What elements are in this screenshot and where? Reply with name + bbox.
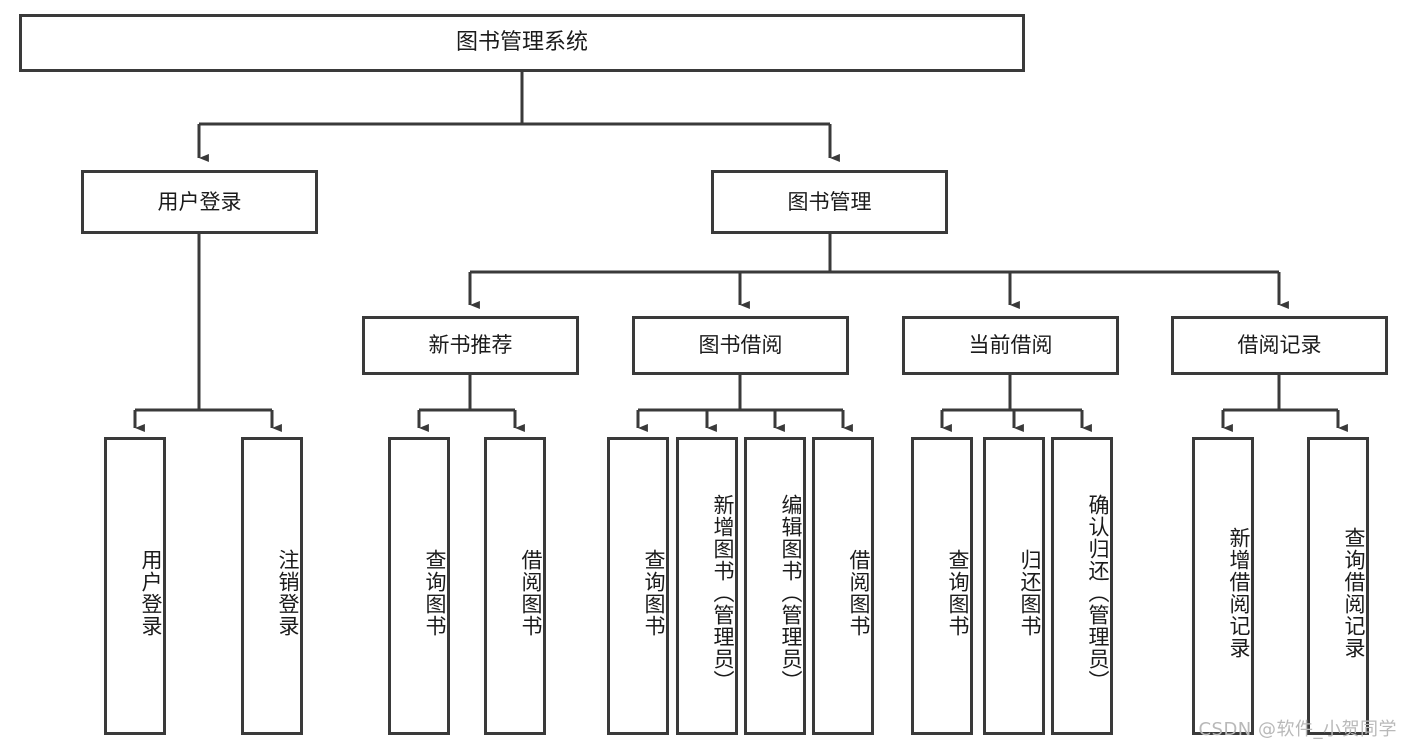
node-leaf-confirm-return-admin[interactable]: 确认归还（管理员） bbox=[1051, 437, 1113, 735]
node-leaf-query-borrow-record[interactable]: 查询借阅记录 bbox=[1307, 437, 1369, 735]
node-user-login[interactable]: 用户登录 bbox=[81, 170, 318, 234]
node-leaf-return-book-label: 归还图书 bbox=[1018, 549, 1042, 637]
node-leaf-query-book-2-label: 查询图书 bbox=[642, 549, 666, 637]
node-leaf-user-login-label: 用户登录 bbox=[139, 549, 163, 637]
node-leaf-add-book-admin-label: 新增图书（管理员） bbox=[711, 494, 735, 692]
node-current-borrow-label: 当前借阅 bbox=[968, 333, 1053, 358]
node-book-manage[interactable]: 图书管理 bbox=[711, 170, 948, 234]
node-book-borrow[interactable]: 图书借阅 bbox=[632, 316, 849, 375]
node-leaf-return-book[interactable]: 归还图书 bbox=[983, 437, 1045, 735]
node-leaf-confirm-return-admin-label: 确认归还（管理员） bbox=[1086, 494, 1110, 692]
node-root-label: 图书管理系统 bbox=[455, 30, 588, 56]
node-leaf-query-book-3-label: 查询图书 bbox=[946, 549, 970, 637]
node-leaf-borrow-book-1-label: 借阅图书 bbox=[519, 549, 543, 637]
node-borrow-record[interactable]: 借阅记录 bbox=[1171, 316, 1388, 375]
node-root[interactable]: 图书管理系统 bbox=[19, 14, 1025, 72]
node-leaf-user-login[interactable]: 用户登录 bbox=[104, 437, 166, 735]
node-current-borrow[interactable]: 当前借阅 bbox=[902, 316, 1119, 375]
watermark: CSDN @软件_小贺同学 bbox=[1198, 719, 1397, 740]
node-leaf-query-borrow-record-label: 查询借阅记录 bbox=[1342, 527, 1366, 659]
node-leaf-borrow-book-2-label: 借阅图书 bbox=[847, 549, 871, 637]
node-leaf-query-book-1-label: 查询图书 bbox=[423, 549, 447, 637]
node-leaf-edit-book-admin-label: 编辑图书（管理员） bbox=[779, 494, 803, 692]
node-leaf-borrow-book-2[interactable]: 借阅图书 bbox=[812, 437, 874, 735]
node-leaf-add-book-admin[interactable]: 新增图书（管理员） bbox=[676, 437, 738, 735]
node-book-manage-label: 图书管理 bbox=[787, 189, 872, 214]
node-book-borrow-label: 图书借阅 bbox=[698, 333, 783, 358]
node-leaf-logout-label: 注销登录 bbox=[276, 549, 300, 637]
node-borrow-record-label: 借阅记录 bbox=[1237, 333, 1322, 358]
node-user-login-label: 用户登录 bbox=[157, 189, 242, 214]
node-leaf-query-book-2[interactable]: 查询图书 bbox=[607, 437, 669, 735]
node-leaf-add-borrow-record-label: 新增借阅记录 bbox=[1227, 527, 1251, 659]
node-leaf-query-book-1[interactable]: 查询图书 bbox=[388, 437, 450, 735]
node-leaf-add-borrow-record[interactable]: 新增借阅记录 bbox=[1192, 437, 1254, 735]
node-new-book-recommend[interactable]: 新书推荐 bbox=[362, 316, 579, 375]
node-new-book-recommend-label: 新书推荐 bbox=[428, 333, 513, 358]
node-leaf-borrow-book-1[interactable]: 借阅图书 bbox=[484, 437, 546, 735]
node-leaf-query-book-3[interactable]: 查询图书 bbox=[911, 437, 973, 735]
node-leaf-logout[interactable]: 注销登录 bbox=[241, 437, 303, 735]
node-leaf-edit-book-admin[interactable]: 编辑图书（管理员） bbox=[744, 437, 806, 735]
